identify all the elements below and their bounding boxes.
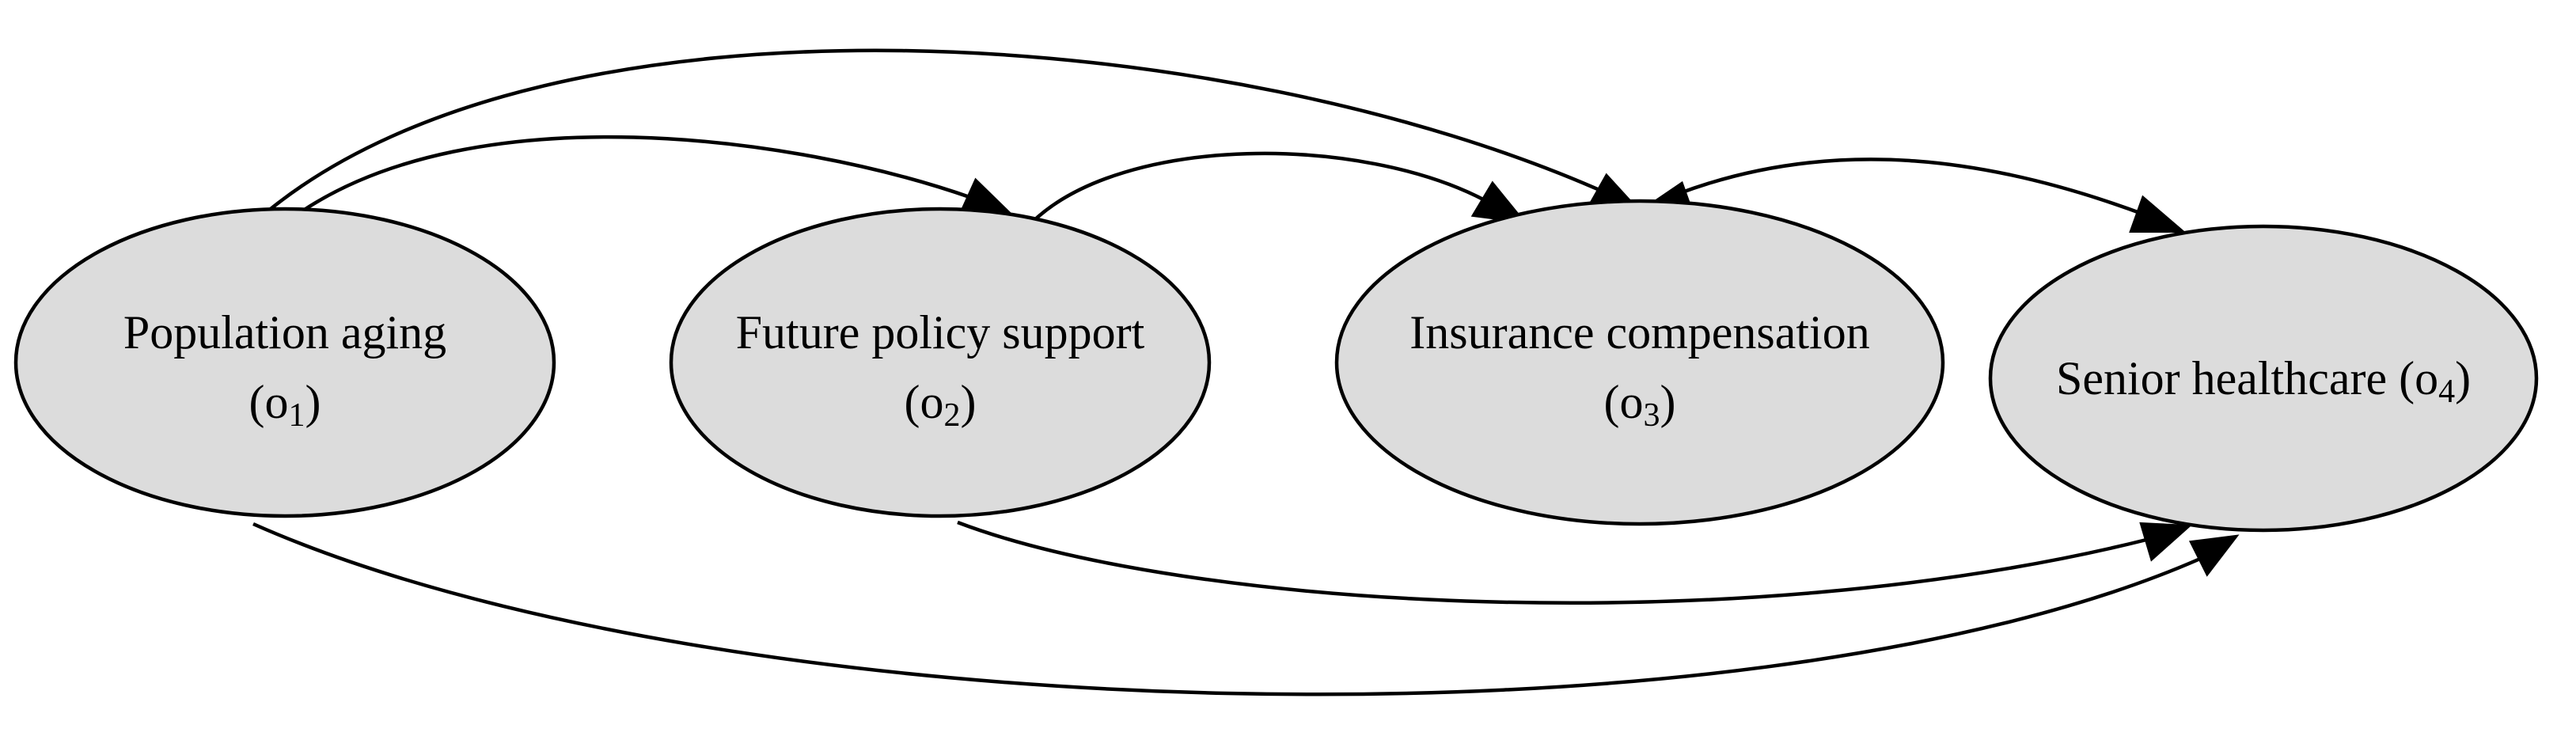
node-shape-o1 (13, 207, 556, 518)
node-future-policy-support: Future policy support (o2) (669, 207, 1212, 518)
node-label-o2: Future policy support (736, 306, 1145, 359)
node-id-o3: (o3) (1604, 376, 1676, 434)
node-id-o1: (o1) (249, 376, 321, 434)
node-shape-o3 (1334, 199, 1945, 526)
edge-o2-o4 (957, 520, 2147, 605)
edge-o1-o2 (299, 135, 973, 214)
node-id-o2: (o2) (905, 376, 977, 434)
node-shape-o4 (1988, 224, 2539, 533)
edge-o1-o3 (265, 48, 1607, 214)
edge-o3-o4 (1677, 157, 2147, 218)
node-senior-healthcare: Senior healthcare (o4) (1988, 224, 2539, 533)
node-label-o3: Insurance compensation (1409, 306, 1869, 359)
node-population-aging: Population aging (o1) (13, 207, 556, 518)
node-label-o4: Senior healthcare (o4) (2056, 352, 2471, 410)
edge-o2-o4-arrowhead (2139, 522, 2192, 562)
edge-o3-o4-arrowhead (2129, 195, 2187, 233)
edge-o2-o3 (1031, 151, 1488, 223)
node-insurance-compensation: Insurance compensation (o3) (1334, 199, 1945, 526)
node-shape-o2 (669, 207, 1212, 518)
node-label-o1: Population aging (123, 306, 446, 359)
edge-o1-o4-arrowhead (2188, 534, 2240, 577)
edge-o1-o4 (252, 522, 2201, 696)
